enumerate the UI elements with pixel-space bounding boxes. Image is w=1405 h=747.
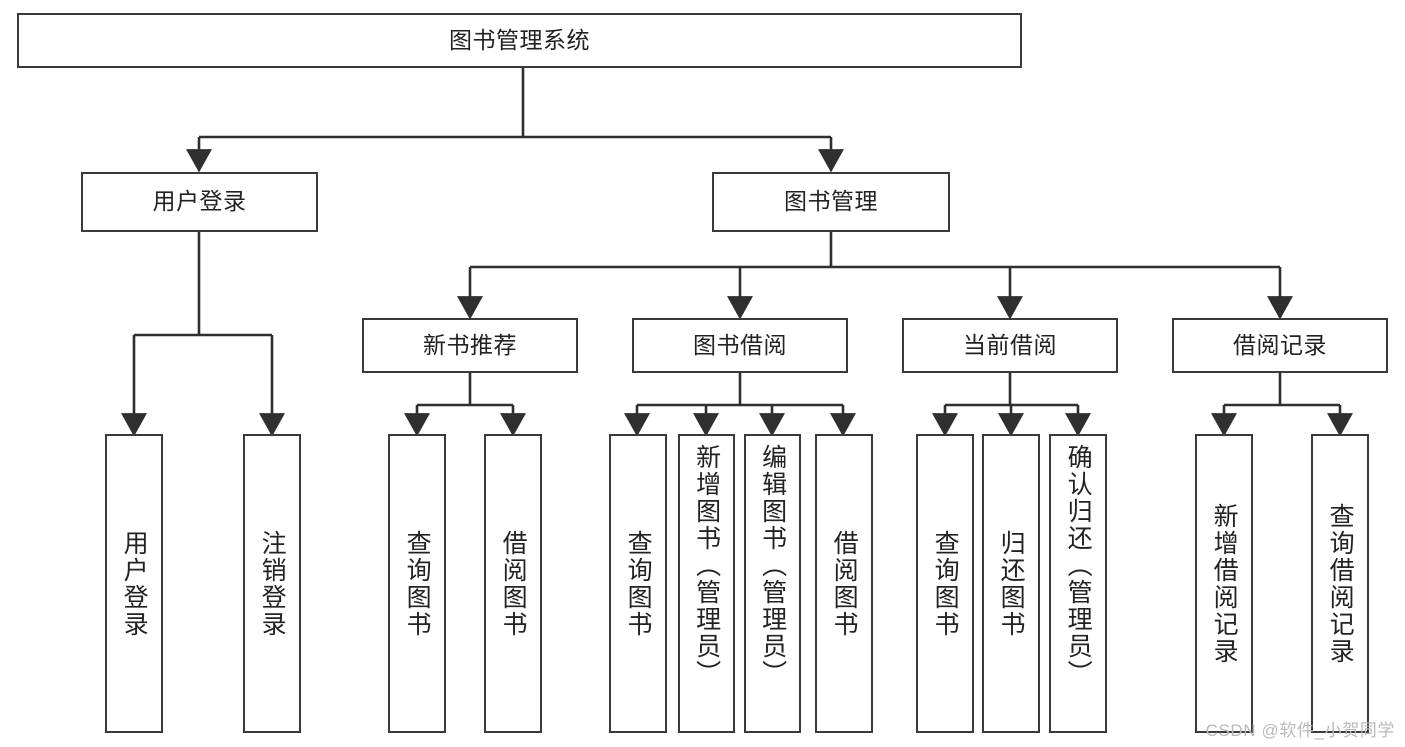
leaf-current-borrow-return-label: 归还图书 xyxy=(997,529,1026,638)
leaf-book-borrow-add-label: 新增图书（管理员） xyxy=(692,444,721,687)
leaf-user-login-logout[interactable]: 注销登录 xyxy=(243,434,301,733)
leaf-new-book-query-label: 查询图书 xyxy=(403,529,432,638)
node-borrow-record[interactable]: 借阅记录 xyxy=(1172,318,1388,373)
leaf-new-book-borrow[interactable]: 借阅图书 xyxy=(484,434,542,733)
leaf-current-borrow-confirm-label: 确认归还（管理员） xyxy=(1064,444,1093,687)
leaf-book-borrow-query[interactable]: 查询图书 xyxy=(609,434,667,733)
leaf-current-borrow-confirm[interactable]: 确认归还（管理员） xyxy=(1049,434,1107,733)
leaf-current-borrow-return[interactable]: 归还图书 xyxy=(982,434,1040,733)
leaf-user-login-login-label: 用户登录 xyxy=(120,529,149,638)
node-book-borrow-label: 图书借阅 xyxy=(693,331,787,358)
node-book-manage-label: 图书管理 xyxy=(784,188,878,215)
leaf-current-borrow-query-label: 查询图书 xyxy=(931,529,960,638)
leaf-borrow-record-query[interactable]: 查询借阅记录 xyxy=(1311,434,1369,733)
leaf-book-borrow-add[interactable]: 新增图书（管理员） xyxy=(678,434,735,733)
node-current-borrow[interactable]: 当前借阅 xyxy=(902,318,1118,373)
leaf-new-book-query[interactable]: 查询图书 xyxy=(388,434,446,733)
leaf-borrow-record-add-label: 新增借阅记录 xyxy=(1210,502,1239,665)
leaf-book-borrow-borrow-label: 借阅图书 xyxy=(830,529,859,638)
node-user-login-label: 用户登录 xyxy=(152,188,247,215)
leaf-book-borrow-query-label: 查询图书 xyxy=(624,529,653,638)
leaf-book-borrow-borrow[interactable]: 借阅图书 xyxy=(815,434,873,733)
leaf-user-login-logout-label: 注销登录 xyxy=(258,529,287,638)
node-root-system-label: 图书管理系统 xyxy=(449,26,590,53)
node-book-borrow[interactable]: 图书借阅 xyxy=(632,318,848,373)
node-current-borrow-label: 当前借阅 xyxy=(963,331,1057,358)
leaf-book-borrow-edit[interactable]: 编辑图书（管理员） xyxy=(744,434,801,733)
leaf-user-login-login[interactable]: 用户登录 xyxy=(105,434,163,733)
leaf-borrow-record-query-label: 查询借阅记录 xyxy=(1326,502,1355,665)
node-borrow-record-label: 借阅记录 xyxy=(1233,331,1327,358)
leaf-book-borrow-edit-label: 编辑图书（管理员） xyxy=(758,444,787,687)
node-book-manage[interactable]: 图书管理 xyxy=(712,172,950,232)
csdn-watermark: CSDN @软件_小贺同学 xyxy=(1205,721,1395,740)
leaf-borrow-record-add[interactable]: 新增借阅记录 xyxy=(1195,434,1253,733)
node-root-system[interactable]: 图书管理系统 xyxy=(17,13,1022,68)
leaf-new-book-borrow-label: 借阅图书 xyxy=(499,529,528,638)
node-new-book-recommend[interactable]: 新书推荐 xyxy=(362,318,578,373)
node-user-login[interactable]: 用户登录 xyxy=(81,172,318,232)
leaf-current-borrow-query[interactable]: 查询图书 xyxy=(916,434,974,733)
node-new-book-recommend-label: 新书推荐 xyxy=(423,331,517,358)
